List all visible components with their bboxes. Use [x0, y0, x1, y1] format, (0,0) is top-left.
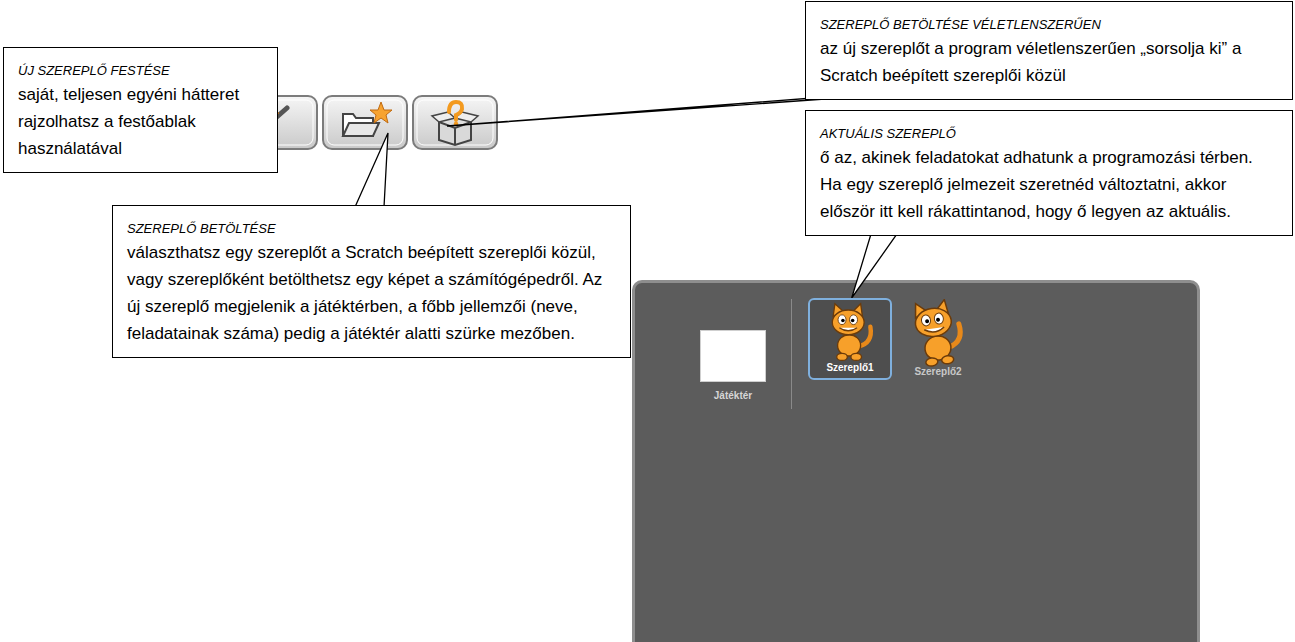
callout-text: választhatsz egy szereplőt a Scratch beé…	[127, 239, 617, 347]
load-button	[323, 96, 407, 149]
callout-text: Ha egy szereplő jelmezeit szeretnéd vált…	[820, 171, 1279, 225]
callout-text: az új szereplőt a program véletlenszerűe…	[820, 35, 1279, 89]
sprite-tile: Szereplő1	[808, 298, 892, 380]
stage-label: Játéktér	[698, 390, 768, 401]
callout-pointer	[447, 98, 839, 126]
sprite-cat	[820, 302, 880, 364]
sprite-label: Szereplő2	[896, 366, 980, 377]
callout-pointer	[852, 234, 897, 298]
callout-pointer	[447, 98, 839, 126]
callout-pointer	[355, 133, 388, 207]
callout-box: SZEREPLŐ BETÖLTÉSEválaszthatsz egy szere…	[112, 205, 631, 358]
stage-image	[700, 330, 766, 382]
callout-pointer	[852, 234, 897, 298]
callout-box: AKTUÁLIS SZEREPLŐő az, akinek feladatoka…	[805, 110, 1293, 236]
callout-text: saját, teljesen egyéni hátteret rajzolha…	[18, 81, 264, 162]
callout-text: ő az, akinek feladatokat adhatunk a prog…	[820, 144, 1279, 171]
callout-heading: AKTUÁLIS SZEREPLŐ	[820, 124, 1279, 144]
callout-heading: ÚJ SZEREPLŐ FESTÉSE	[18, 61, 264, 81]
sprite-label: Szereplő1	[810, 362, 890, 373]
callout-heading: SZEREPLŐ BETÖLTÉSE	[127, 219, 617, 239]
callout-box: ÚJ SZEREPLŐ FESTÉSEsaját, teljesen egyén…	[3, 47, 278, 173]
callout-pointer	[355, 133, 388, 207]
panel-separator	[791, 299, 792, 409]
sprite-cat	[901, 299, 973, 369]
stage-thumbnail: Játéktér	[698, 328, 768, 408]
callout-heading: SZEREPLŐ BETÖLTÉSE VÉLETLENSZERŰEN	[820, 15, 1279, 35]
callout-box: SZEREPLŐ BETÖLTÉSE VÉLETLENSZERŰENaz új …	[805, 1, 1293, 100]
